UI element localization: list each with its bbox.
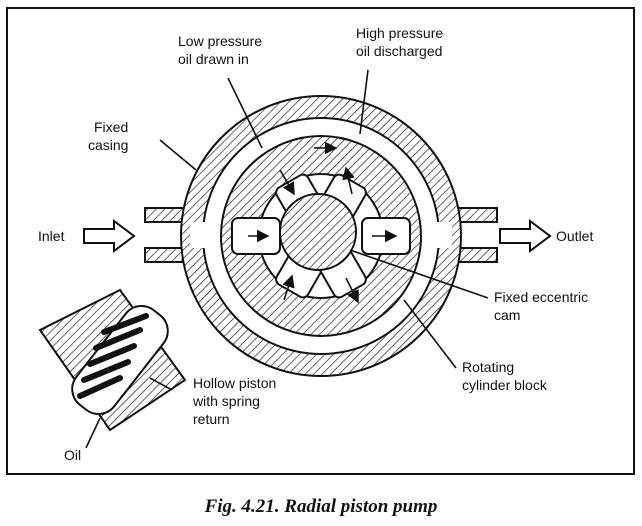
diagram-frame: [6, 7, 635, 475]
fixed-cam-label-2: cam: [494, 307, 520, 323]
hollow-piston-label-1: Hollow piston: [193, 375, 276, 391]
hollow-piston-label-3: return: [193, 411, 230, 427]
fixed-casing-label-2: casing: [88, 137, 128, 153]
outlet-label: Outlet: [556, 228, 593, 244]
fixed-casing-label-1: Fixed: [94, 119, 128, 135]
outlet-arrow: [499, 219, 552, 253]
fixed-eccentric-cam: [279, 193, 357, 271]
inlet-label: Inlet: [38, 228, 65, 244]
low-pressure-label-2: oil drawn in: [178, 51, 249, 67]
fixed-cam-label-1: Fixed eccentric: [494, 289, 588, 305]
figure-caption: Fig. 4.21. Radial piston pump: [204, 496, 438, 517]
hollow-piston-detail: [38, 288, 187, 449]
rotating-block-label-2: cylinder block: [462, 377, 548, 393]
flow-arrows: [248, 141, 398, 304]
inlet-arrow: [83, 219, 136, 253]
low-pressure-label-1: Low pressure: [178, 33, 262, 49]
spring-coils: [77, 313, 149, 399]
high-pressure-label-1: High pressure: [356, 25, 443, 41]
rotating-block-label-1: Rotating: [462, 359, 514, 375]
high-pressure-label-2: oil discharged: [356, 43, 442, 59]
oil-label: Oil: [64, 447, 81, 463]
hollow-piston-label-2: with spring: [192, 393, 260, 409]
leader-lines: [159, 69, 489, 369]
